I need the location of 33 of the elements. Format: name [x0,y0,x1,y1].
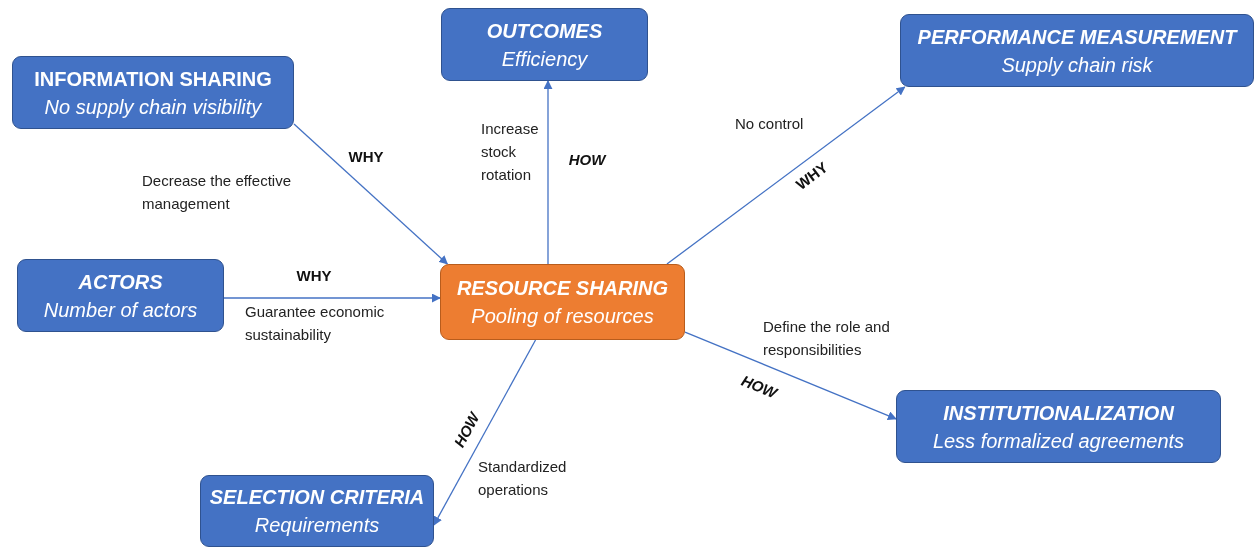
arrow [223,293,441,303]
concept-box [12,56,294,129]
arrow [433,339,537,526]
annotation-text: No control [735,114,805,134]
box-heading: INSTITUTIONALIZATION [943,400,1174,426]
annotation-text: Decrease the effective management [142,171,292,214]
concept-box [441,8,648,81]
box-subtitle: Requirements [254,513,380,538]
box-heading: PERFORMANCE MEASUREMENT [917,24,1237,50]
annotation-text: Guarantee economic sustainability [245,302,386,345]
box-heading: ACTORS [78,269,163,295]
box-heading: INFORMATION SHARING [34,66,272,92]
box-heading: OUTCOMES [486,18,603,44]
arrow [293,123,448,265]
annotation-text: Standardized operations [478,457,568,500]
arrow [543,80,553,265]
central-concept-box [440,264,685,340]
arrow [684,331,897,420]
box-heading: SELECTION CRITERIA [209,485,425,510]
box-subtitle: Less formalized agreements [932,428,1185,454]
annotation-text: Increase stock rotation [481,119,540,185]
box-subtitle: Efficiency [501,46,588,72]
arrow [666,86,906,265]
concept-box [200,475,434,547]
concept-box [17,259,224,332]
box-subtitle: No supply chain visibility [44,94,262,120]
box-subtitle: Supply chain risk [1001,52,1153,78]
annotation-text: Define the role and responsibilities [763,317,891,360]
box-heading: RESOURCE SHARING [456,276,669,301]
concept-box [896,390,1221,463]
box-subtitle: Number of actors [43,297,198,323]
concept-box [900,14,1254,87]
box-subtitle: Pooling of resources [471,304,654,329]
